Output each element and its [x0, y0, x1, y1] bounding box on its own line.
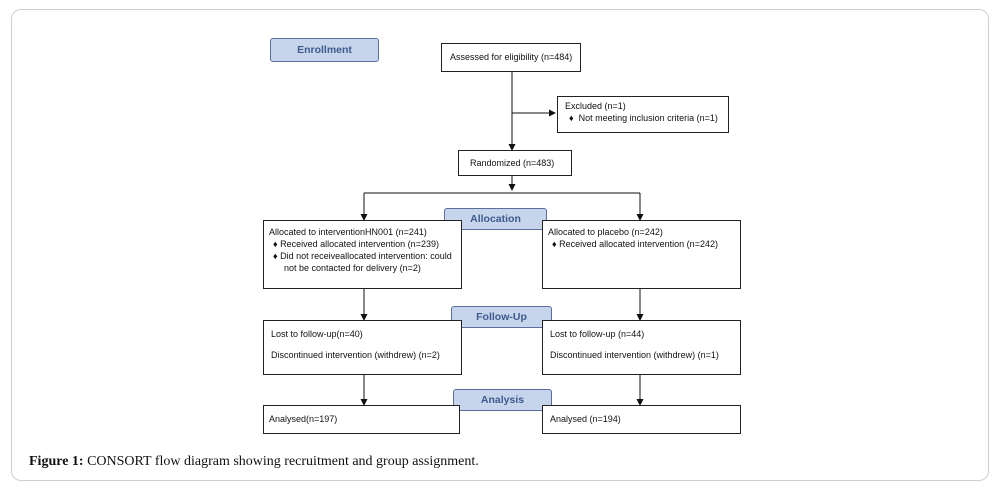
intervention-allocated-text: Allocated to interventionHN001 (n=241) — [269, 227, 427, 237]
intervention-allocation-box: Allocated to interventionHN001 (n=241) ♦… — [263, 220, 462, 289]
intervention-discontinued-text: Discontinued intervention (withdrew) (n=… — [271, 350, 440, 360]
caption-label: Figure 1: — [29, 454, 84, 469]
placebo-received-item: ♦ Received allocated intervention (n=242… — [552, 239, 718, 249]
excluded-title: Excluded (n=1) — [565, 101, 626, 111]
excluded-box: Excluded (n=1) ♦ Not meeting inclusion c… — [557, 96, 729, 133]
bullet-icon: ♦ — [273, 251, 278, 261]
placebo-analysis-box: Analysed (n=194) — [542, 405, 741, 434]
placebo-lost-text: Lost to follow-up (n=44) — [550, 329, 645, 339]
placebo-followup-box: Lost to follow-up (n=44) Discontinued in… — [542, 320, 741, 375]
intervention-analysed-text: Analysed(n=197) — [269, 414, 338, 424]
intervention-analysis-box: Analysed(n=197) — [263, 405, 460, 434]
excluded-item: ♦ Not meeting inclusion criteria (n=1) — [569, 113, 718, 123]
placebo-allocated-text: Allocated to placebo (n=242) — [548, 227, 663, 237]
caption-text: CONSORT flow diagram showing recruitment… — [83, 454, 479, 469]
randomized-text: Randomized (n=483) — [470, 158, 555, 168]
stage-follow-up: Follow-Up — [451, 306, 552, 328]
assessed-text: Assessed for eligibility (n=484) — [450, 52, 573, 62]
stage-enrollment: Enrollment — [270, 38, 379, 62]
intervention-lost-text: Lost to follow-up(n=40) — [271, 329, 363, 339]
intervention-not-received-continued: not be contacted for delivery (n=2) — [284, 263, 421, 273]
intervention-not-received-item: ♦ Did not receiveallocated intervention:… — [273, 251, 452, 261]
figure-caption: Figure 1: CONSORT flow diagram showing r… — [29, 454, 479, 470]
intervention-received-item: ♦ Received allocated intervention (n=239… — [273, 239, 439, 249]
intervention-followup-box: Lost to follow-up(n=40) Discontinued int… — [263, 320, 462, 375]
bullet-icon: ♦ — [552, 239, 557, 249]
placebo-discontinued-text: Discontinued intervention (withdrew) (n=… — [550, 350, 719, 360]
placebo-analysed-text: Analysed (n=194) — [550, 414, 621, 424]
placebo-allocation-box: Allocated to placebo (n=242) ♦ Received … — [542, 220, 741, 289]
bullet-icon: ♦ — [569, 113, 574, 123]
stage-allocation: Allocation — [444, 208, 547, 230]
randomized-box: Randomized (n=483) — [458, 150, 572, 176]
bullet-icon: ♦ — [273, 239, 278, 249]
stage-analysis: Analysis — [453, 389, 552, 411]
assessed-box: Assessed for eligibility (n=484) — [441, 43, 581, 72]
